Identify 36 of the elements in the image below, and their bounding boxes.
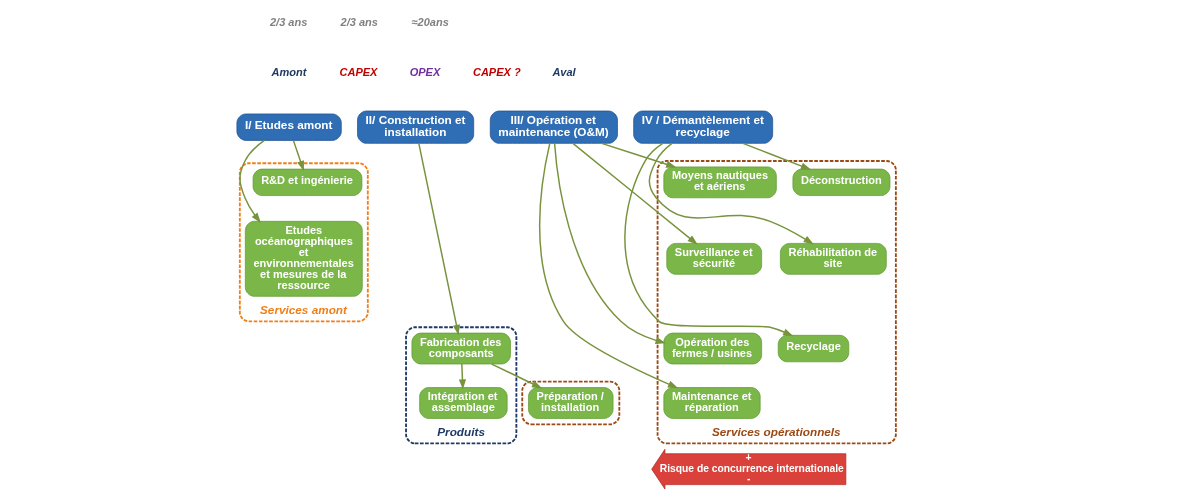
node-box: R&D et ingénierie bbox=[252, 168, 362, 196]
node-box: Opération des fermes / usines bbox=[662, 332, 762, 365]
node-box: Fabrication des composants bbox=[411, 332, 511, 365]
arrow bbox=[553, 142, 666, 344]
node-box: Moyens nautiques et aériens bbox=[662, 166, 777, 199]
node-box: Déconstruction bbox=[792, 168, 890, 196]
node-box: Etudes océanographiques et environnementales et mesures de la ressource bbox=[244, 220, 363, 297]
node-box: Intégration et assemblage bbox=[418, 387, 508, 419]
label: OPEX bbox=[409, 66, 440, 79]
label: Amont bbox=[270, 66, 306, 79]
node-box: Recyclage bbox=[777, 334, 849, 363]
node-box: I/ Etudes amont bbox=[236, 113, 342, 141]
arrow bbox=[572, 142, 698, 245]
arrow bbox=[458, 363, 466, 390]
arrow bbox=[292, 139, 304, 172]
label: CAPEX bbox=[338, 66, 377, 79]
label: CAPEX ? bbox=[472, 66, 521, 79]
node-box: Surveillance et sécurité bbox=[665, 243, 762, 275]
label: 2/3 ans bbox=[340, 16, 378, 29]
arrow bbox=[648, 142, 814, 245]
label: Aval bbox=[551, 66, 576, 79]
node-box: III/ Opération et maintenance (O&M) bbox=[489, 110, 618, 144]
label: 2/3 ans bbox=[269, 16, 307, 29]
arrow bbox=[417, 142, 460, 336]
arrow bbox=[741, 142, 811, 170]
arrow bbox=[538, 142, 678, 389]
node-box: IV / Démantèlement et recyclage bbox=[632, 110, 773, 144]
node-box: Préparation / installation bbox=[527, 387, 613, 419]
arrow bbox=[490, 363, 542, 389]
node-box: II/ Construction et installation bbox=[356, 110, 474, 144]
arrow bbox=[623, 142, 793, 337]
node-box: Réhabilitation de site bbox=[779, 243, 887, 275]
label: ≈20ans bbox=[411, 16, 449, 29]
node-box: Maintenance et réparation bbox=[662, 387, 761, 419]
arrow bbox=[238, 139, 265, 223]
arrow bbox=[600, 142, 676, 168]
